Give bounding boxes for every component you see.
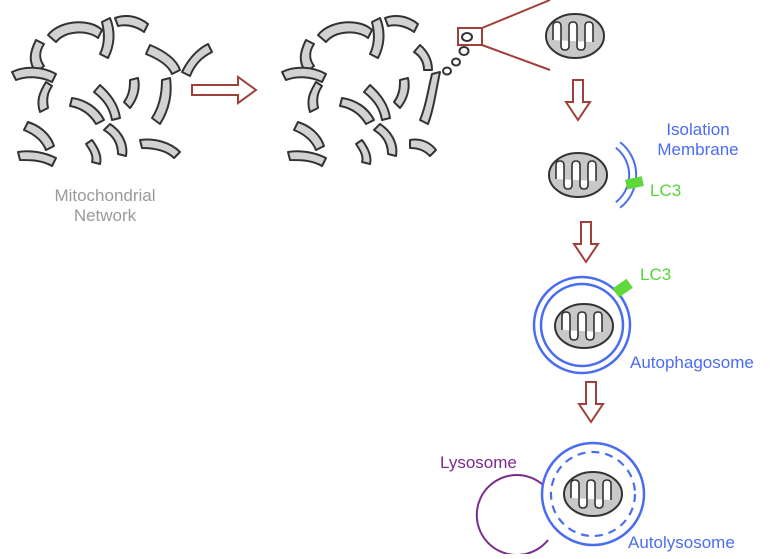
mitochondrion-top: [545, 13, 605, 59]
lysosome-label: Lysosome: [440, 453, 517, 472]
isolation-label-line2: Membrane: [657, 140, 739, 159]
mitochondrion-isolation: [548, 152, 608, 198]
lysosome-membrane: [475, 474, 549, 556]
lc3-label-2: LC3: [640, 265, 672, 284]
mitochondrion-autolysosome: [563, 471, 623, 517]
arrow-right: [191, 75, 258, 105]
lc3-marker-1: [625, 176, 644, 190]
autolysosome-label: Autolysosome: [628, 533, 735, 552]
isolation-membrane-label: Isolation Membrane: [648, 120, 748, 160]
network-label: Mitochondrial Network: [40, 186, 170, 226]
arrow-down-2: [573, 221, 599, 263]
arrow-down-3: [578, 381, 604, 423]
isolation-label-line1: Isolation: [666, 120, 730, 139]
fragmented-network: [281, 15, 441, 167]
network-label-line1: Mitochondrial: [54, 186, 156, 205]
lc3-label-1: LC3: [650, 181, 682, 200]
arrow-down-1: [565, 79, 591, 121]
mitochondrion-autophagosome: [554, 303, 614, 349]
mitochondrial-network: [11, 15, 213, 167]
autophagosome-label: Autophagosome: [630, 353, 754, 372]
lc3-marker-2: [612, 278, 633, 298]
network-label-line2: Network: [73, 206, 137, 225]
